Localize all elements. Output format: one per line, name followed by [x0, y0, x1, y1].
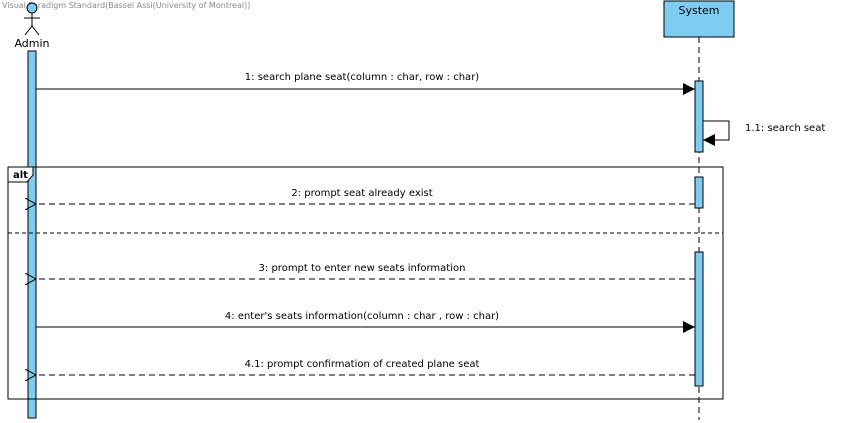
system-activation-bar-3[interactable]: [694, 251, 704, 387]
system-lifeline-label: System: [678, 4, 719, 17]
message-1-label: 1: search plane seat(column : char, row …: [245, 72, 480, 83]
system-activation-bar-2[interactable]: [694, 176, 704, 209]
message-4-1-label: 4.1: prompt confirmation of created plan…: [245, 359, 480, 370]
message-1-1-self-arrow[interactable]: [703, 120, 730, 146]
alt-fragment-tab: [7, 166, 34, 183]
message-3-label: 3: prompt to enter new seats information: [259, 263, 466, 274]
message-1-1-label: 1.1: search seat: [745, 123, 825, 134]
alt-fragment[interactable]: [7, 166, 724, 400]
admin-actor-icon[interactable]: [24, 2, 40, 36]
admin-activation-bar[interactable]: [27, 50, 37, 419]
admin-lifeline-label: Admin: [14, 37, 49, 50]
system-activation-bar-1[interactable]: [694, 80, 704, 153]
message-4-label: 4: enter's seats information(column : ch…: [225, 311, 499, 322]
alt-fragment-operator: alt: [13, 170, 28, 181]
watermark-text: Visual Paradigm Standard(Bassel Assi(Uni…: [2, 1, 251, 10]
system-lifeline-head[interactable]: [663, 0, 735, 38]
message-2-label: 2: prompt seat already exist: [291, 188, 432, 199]
